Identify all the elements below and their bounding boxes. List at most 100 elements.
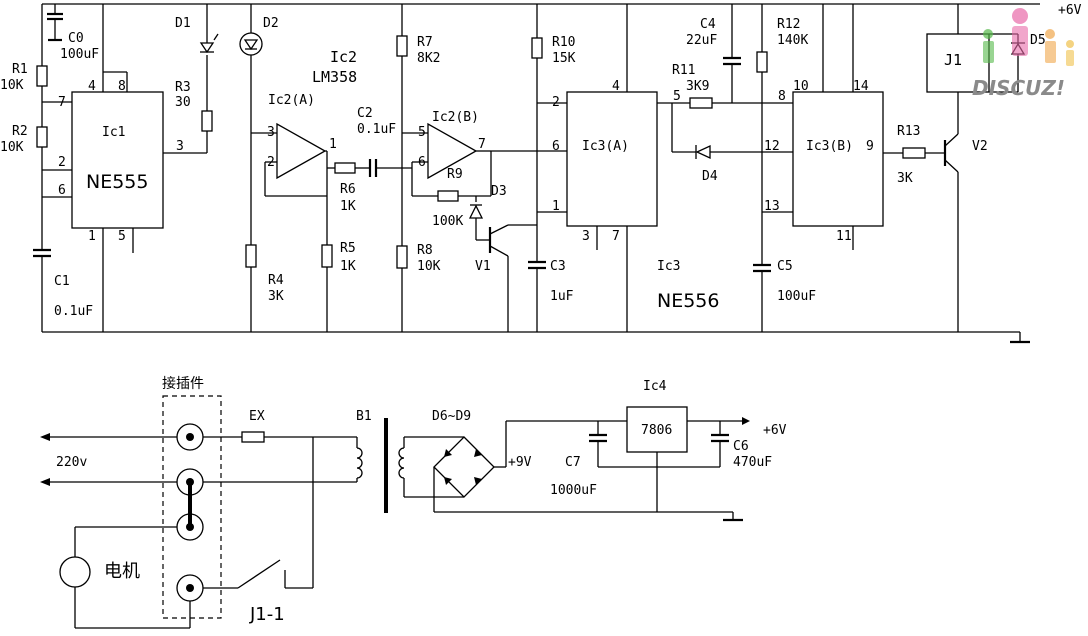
label-lm358: LM358 [312, 68, 357, 86]
label-c4-value: 22uF [686, 33, 717, 48]
label-c3: C3 [550, 259, 566, 274]
pin-3-ic3a: 3 [582, 229, 590, 244]
power-supply-section [40, 395, 750, 629]
label-connector: 接插件 [162, 375, 204, 392]
label-r5: R5 [340, 241, 356, 256]
pin-5-ic2b: 5 [418, 125, 426, 140]
label-r1-value: 10K [0, 78, 24, 93]
label-7806: 7806 [641, 423, 672, 438]
label-r4: R4 [268, 273, 284, 288]
label-r3-value: 30 [175, 95, 191, 110]
label-r7: R7 [417, 35, 433, 50]
pin-6-ic1: 6 [58, 183, 66, 198]
label-c6: C6 [733, 439, 749, 454]
pin-8-ic3b: 8 [778, 89, 786, 104]
label-v1: V1 [475, 259, 491, 274]
pin-6-ic3a: 6 [552, 139, 560, 154]
label-r6-value: 1K [340, 199, 356, 214]
label-d2: D2 [263, 16, 279, 31]
label-ic3b: Ic3(B) [806, 139, 853, 154]
label-d5: D5 [1030, 33, 1046, 48]
label-r11-value: 3K9 [686, 79, 709, 94]
component-labels: R1 10K R2 10K C0 100uF C1 0.1uF D1 D2 R3… [0, 3, 1082, 625]
label-plus6v: +6V [763, 423, 787, 438]
pin-13-ic3b: 13 [764, 199, 780, 214]
label-c5: C5 [777, 259, 793, 274]
label-v2: V2 [972, 139, 988, 154]
pin-6-ic2b: 6 [418, 155, 426, 170]
label-c1-value: 0.1uF [54, 304, 93, 319]
pin-5-ic3a: 5 [673, 89, 681, 104]
pin-7-ic2b: 7 [478, 137, 486, 152]
pin-10-ic3b: 10 [793, 79, 809, 94]
pin-1-ic1: 1 [88, 229, 96, 244]
pin-3-ic1: 3 [176, 139, 184, 154]
ne555-section [33, 4, 263, 332]
label-r1: R1 [12, 62, 28, 77]
label-d3: D3 [491, 184, 507, 199]
label-c7: C7 [565, 455, 581, 470]
label-r10-value: 15K [552, 51, 576, 66]
pin-2-ic2a: 2 [267, 155, 275, 170]
label-r6: R6 [340, 182, 356, 197]
pin-12-ic3b: 12 [764, 139, 780, 154]
label-220v: 220v [56, 455, 87, 470]
label-c5-value: 100uF [777, 289, 816, 304]
ground-rail [42, 331, 1030, 344]
pin-2-ic1: 2 [58, 155, 66, 170]
label-r2-value: 10K [0, 140, 24, 155]
label-r8-value: 10K [417, 259, 441, 274]
pin-8-ic1: 8 [118, 79, 126, 94]
label-r13: R13 [897, 124, 920, 139]
label-r3: R3 [175, 80, 191, 95]
label-c4: C4 [700, 17, 716, 32]
label-plus6v-top: +6V [1058, 3, 1082, 18]
pin-3-ic2a: 3 [267, 125, 275, 140]
label-ic2a: Ic2(A) [268, 93, 315, 108]
label-r11: R11 [672, 63, 695, 78]
ne556-section [528, 4, 1026, 332]
label-r5-value: 1K [340, 259, 356, 274]
discuz-watermark-logo: DISCUZ! [972, 8, 1074, 100]
label-ic3: Ic3 [657, 259, 680, 274]
label-ic1: Ic1 [102, 125, 125, 140]
label-c3-value: 1uF [550, 289, 574, 304]
label-j1: J1 [944, 51, 962, 69]
watermark-text: DISCUZ! [972, 76, 1065, 100]
label-c7-value: 1000uF [550, 483, 597, 498]
pin-1-ic2a: 1 [329, 137, 337, 152]
pin-7-ic3a: 7 [612, 229, 620, 244]
label-ic2b: Ic2(B) [432, 110, 479, 125]
label-r9-value: 100K [432, 214, 463, 229]
label-r8: R8 [417, 243, 433, 258]
label-r12-value: 140K [777, 33, 808, 48]
label-r10: R10 [552, 35, 575, 50]
label-r12: R12 [777, 17, 800, 32]
label-c6-value: 470uF [733, 455, 772, 470]
label-plus9v: +9V [508, 455, 532, 470]
pin-7-ic1: 7 [58, 95, 66, 110]
label-r9: R9 [447, 167, 463, 182]
label-r7-value: 8K2 [417, 51, 440, 66]
pin-2-ic3a: 2 [552, 95, 560, 110]
label-motor: 电机 [104, 561, 140, 582]
label-r4-value: 3K [268, 289, 284, 304]
label-b1: B1 [356, 409, 372, 424]
pin-11-ic3b: 11 [836, 229, 852, 244]
label-ex: EX [249, 409, 265, 424]
label-c1: C1 [54, 274, 70, 289]
label-j1-1: J1-1 [249, 604, 285, 625]
lm358-section [251, 4, 567, 332]
label-ic2: Ic2 [330, 48, 357, 66]
label-r2: R2 [12, 124, 28, 139]
label-ic3a: Ic3(A) [582, 139, 629, 154]
label-c2: C2 [357, 106, 373, 121]
pin-4-ic3a: 4 [612, 79, 620, 94]
pin-5-ic1: 5 [118, 229, 126, 244]
label-ne555: NE555 [86, 171, 148, 193]
label-c0: C0 [68, 31, 84, 46]
pin-9-ic3b: 9 [866, 139, 874, 154]
label-d1: D1 [175, 16, 191, 31]
